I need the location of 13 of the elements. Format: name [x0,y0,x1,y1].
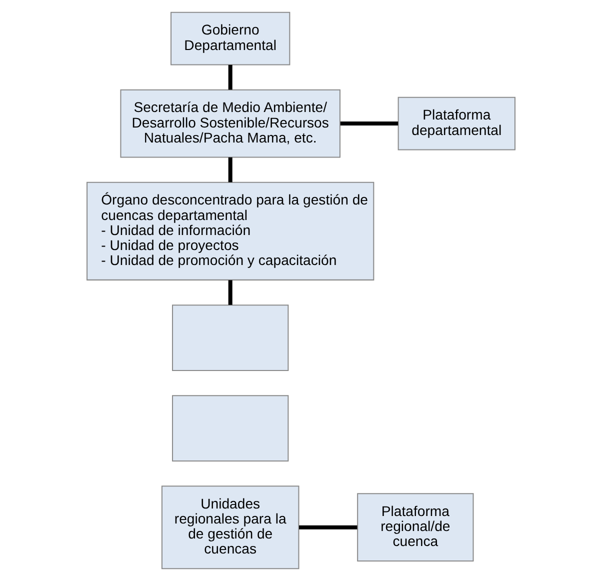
node-box: Unidades regionales para la de gestión de cuencas [161,486,300,570]
node-box: Plataforma regional/de cuenca [357,493,474,562]
node-box: Plataforma departamental [398,96,516,150]
connector [228,280,232,305]
node-box: Secretaría de Medio Ambiente/ Desarrollo Sostenible/Recursos Natuales/Pacha Mama, etc. [120,89,340,158]
node-box [172,395,289,462]
connector [228,157,232,182]
node-box: Órgano desconcentrado para la gestión de cuencas departamental - Unidad de información - Unidad de proyectos - Unidad de promoción y capacitación [86,182,374,280]
connector [228,64,232,90]
node-box [172,304,289,371]
connector [299,525,358,530]
node-box: Gobierno Departamental [170,12,290,66]
connector [340,122,398,126]
